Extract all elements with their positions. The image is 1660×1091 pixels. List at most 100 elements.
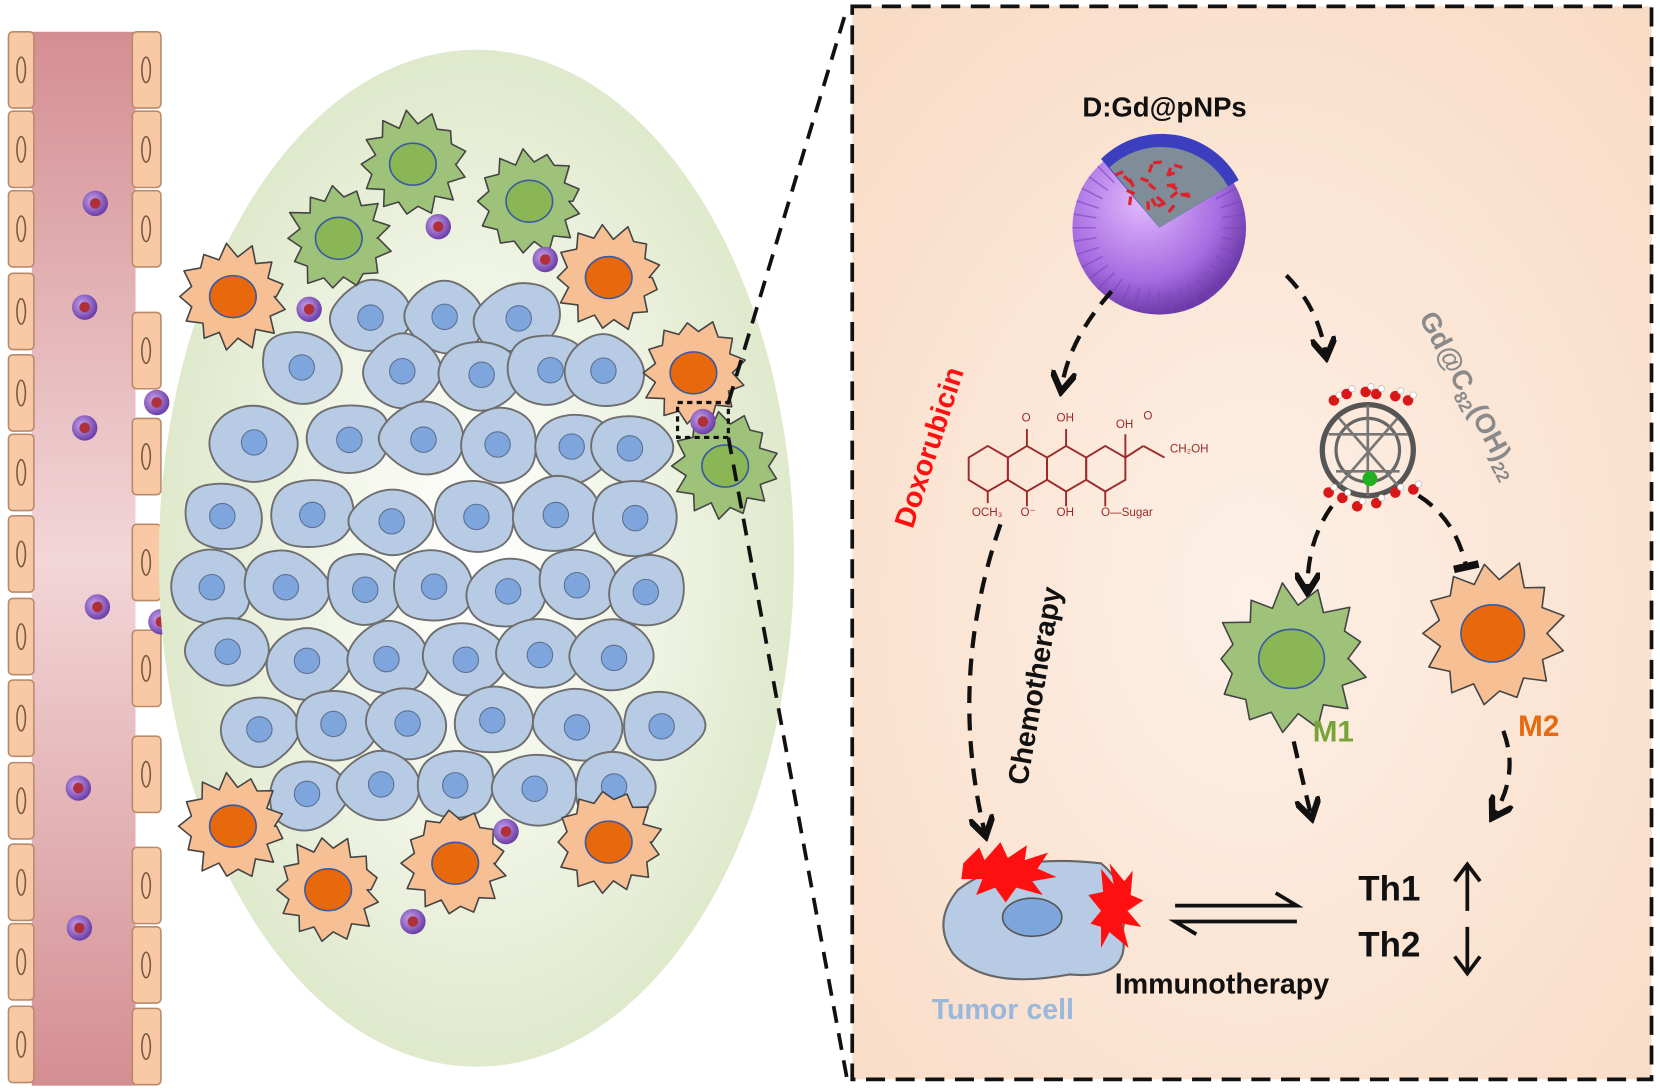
m2-macrophage-nucleus	[431, 841, 480, 886]
tumor-cell-nucleus	[616, 435, 644, 462]
m1-macrophage-nucleus	[388, 142, 437, 186]
cell-nucleus	[16, 948, 27, 976]
nanoparticle-core	[432, 221, 444, 232]
lipid-stripe	[1221, 236, 1246, 243]
drug-molecule	[1167, 204, 1176, 214]
endothelial-cell	[131, 629, 162, 708]
hydrogen-atom	[1335, 391, 1343, 399]
tumor-cell-nucleus	[198, 573, 225, 601]
tumor-cell-nucleus	[209, 502, 236, 530]
oxygen-atom	[1370, 497, 1382, 509]
inhibit-m2	[1417, 493, 1480, 574]
cell-nucleus	[141, 443, 152, 471]
nanoparticle-core	[539, 254, 551, 265]
endothelial-cell	[7, 110, 35, 189]
cell-nucleus	[16, 868, 27, 896]
arrow-chemotherapy	[967, 523, 1003, 831]
damage-burst-icon	[961, 842, 1057, 903]
tumor-cell-nucleus	[537, 356, 564, 384]
tumor-cell-nucleus	[336, 426, 363, 454]
tumor-cell-nucleus	[484, 431, 511, 458]
doxorubicin-atom-labels: O OH OH O CH₂OH OCH₃ O⁻ OH O—Sugar	[972, 409, 1209, 518]
m1-label: M1	[1313, 715, 1354, 748]
endothelial-cell	[131, 311, 162, 390]
hydrogen-atom	[1378, 494, 1386, 502]
drug-molecule	[1114, 170, 1124, 177]
m2-macrophage-nucleus	[208, 804, 257, 848]
hydrogen-atom	[1348, 385, 1356, 393]
lipid-stripe	[1088, 264, 1109, 280]
drug-molecule	[1155, 195, 1165, 204]
svg-text:O—Sugar: O—Sugar	[1101, 506, 1153, 519]
endothelial-cell	[7, 679, 35, 758]
cell-nucleus	[141, 135, 152, 163]
tumor-cell-nucleus	[505, 305, 532, 332]
lipid-stripe	[1215, 255, 1237, 268]
tumor-cell-label: Tumor cell	[932, 994, 1074, 1026]
down-arrow-icon	[1453, 926, 1482, 977]
tumor-cell-nucleus	[246, 716, 273, 743]
endothelial-cell	[131, 110, 162, 189]
tumor-cell-nucleus	[542, 501, 570, 529]
tumor-cell-nucleus	[367, 771, 395, 798]
th1-label: Th1	[1358, 869, 1420, 908]
tumor-cell-illustration	[942, 842, 1144, 981]
lipid-stripe	[1221, 213, 1246, 219]
endothelial-cell	[7, 30, 35, 109]
tumor-cell-nucleus	[563, 571, 591, 599]
hydrogen-atom	[1397, 483, 1405, 491]
oxygen-atom	[1408, 484, 1419, 495]
endothelial-cell	[131, 1007, 162, 1086]
lipid-stripe	[1195, 278, 1211, 299]
drug-molecule	[1128, 178, 1135, 188]
endothelial-cell	[7, 272, 35, 351]
endothelial-cell	[7, 922, 35, 1001]
tumor-cell-nucleus	[600, 644, 628, 672]
drug-molecule	[1126, 188, 1136, 196]
tumor-cell-nucleus	[357, 304, 384, 331]
tumor-cell-nucleus	[420, 573, 448, 600]
nanoparticle-core	[92, 601, 103, 613]
endothelial-cell	[7, 433, 35, 512]
zoom-region-box	[675, 400, 730, 440]
m1-macrophage	[1220, 582, 1367, 734]
cell-nucleus	[16, 458, 27, 486]
drug-molecule	[1153, 160, 1162, 165]
m2-macrophage-nucleus	[584, 255, 633, 300]
tumor-cell-nucleus	[378, 508, 405, 535]
cell-nucleus	[141, 654, 152, 682]
hydrogen-atom	[1397, 387, 1405, 395]
drug-molecule	[1147, 163, 1154, 173]
svg-text:OH: OH	[1116, 418, 1133, 431]
drug-molecule	[1146, 201, 1151, 210]
m1-macrophage-nucleus	[1257, 628, 1326, 690]
endothelial-cell	[131, 189, 162, 268]
lipid-stripe	[1081, 187, 1104, 200]
nanoparticle-core	[74, 922, 85, 934]
hydrogen-atom	[1409, 391, 1417, 399]
svg-text:O: O	[1022, 412, 1031, 425]
nanoparticle-core	[303, 303, 315, 315]
tumor-cell-nucleus	[214, 638, 241, 665]
tumor-cell-nucleus	[352, 576, 379, 603]
endothelial-cell	[7, 761, 35, 840]
up-arrow-icon	[1453, 861, 1482, 911]
svg-text:O⁻: O⁻	[1021, 506, 1036, 519]
oxygen-atom	[1390, 390, 1401, 402]
tumor-cell-nucleus	[521, 775, 548, 802]
tumor-cell-nucleus	[648, 713, 675, 740]
drug-molecule	[1139, 176, 1150, 183]
endothelial-cells	[7, 30, 162, 1086]
lipid-stripe	[1097, 272, 1115, 290]
oxygen-atom	[1341, 388, 1352, 400]
tumor-cell-nucleus	[299, 501, 326, 529]
arrow-to-m1	[1307, 505, 1334, 588]
hydrogen-atom	[1378, 385, 1386, 393]
cell-nucleus	[141, 1033, 152, 1061]
endothelial-cell	[131, 523, 162, 602]
tumor-cell-nucleus	[288, 354, 315, 381]
endothelial-cell	[131, 735, 162, 814]
endothelial-cell	[7, 189, 35, 268]
m1-macrophage-nucleus	[701, 444, 750, 488]
tumor-cell-nucleus	[410, 426, 437, 453]
